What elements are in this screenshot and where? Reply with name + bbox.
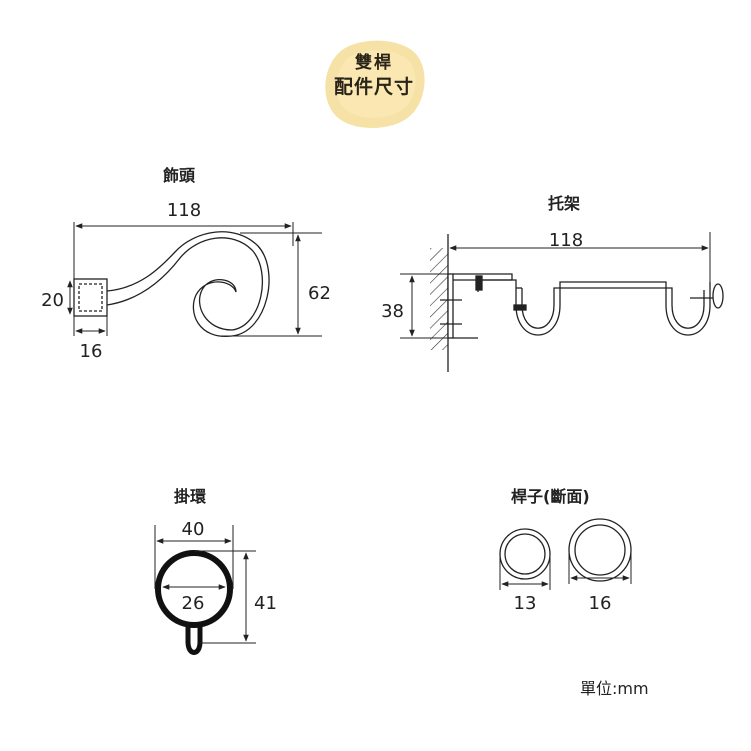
bracket-width-label: 118 bbox=[549, 230, 583, 251]
rod-large-inner bbox=[574, 524, 626, 576]
rod-title: 桿子(斷面) bbox=[511, 487, 590, 506]
bracket-drawing bbox=[430, 234, 724, 372]
rod-large-label: 16 bbox=[589, 593, 612, 614]
finial-height-label: 62 bbox=[308, 283, 331, 304]
bracket-title: 托架 bbox=[548, 194, 581, 213]
ring-outer-label: 40 bbox=[182, 519, 205, 540]
finial-cap bbox=[73, 278, 108, 317]
rod-large-outer bbox=[568, 518, 632, 582]
finial-width-label: 118 bbox=[167, 200, 201, 221]
ring-dimensions bbox=[154, 525, 256, 644]
rod-small-label: 13 bbox=[514, 593, 537, 614]
finial-scroll bbox=[106, 231, 270, 337]
bracket-set-screw bbox=[475, 275, 483, 291]
bracket-end-knob bbox=[712, 283, 724, 309]
rod-drawing bbox=[499, 518, 632, 582]
ring-eyelet bbox=[185, 622, 203, 655]
finial-cap-inner bbox=[78, 283, 103, 312]
finial-dimensions bbox=[67, 222, 322, 337]
ring-body bbox=[155, 550, 233, 628]
badge-title-line2: 配件尺寸 bbox=[333, 76, 414, 98]
rod-small-outer bbox=[499, 528, 551, 580]
rod-small-inner bbox=[504, 533, 546, 575]
ring-drawing bbox=[155, 550, 233, 655]
bracket-base-plate bbox=[447, 273, 454, 339]
title-badge-blob bbox=[325, 40, 425, 128]
wall-hatch bbox=[430, 248, 448, 350]
ring-title: 掛環 bbox=[174, 487, 207, 506]
ring-inner-label: 26 bbox=[182, 593, 205, 614]
title-badge: 雙桿 配件尺寸 bbox=[322, 52, 426, 100]
unit-label: 單位:mm bbox=[580, 679, 649, 698]
finial-cap-height-label: 20 bbox=[41, 290, 64, 311]
bracket-hooks-outer bbox=[478, 279, 711, 336]
finial-title: 飾頭 bbox=[163, 166, 196, 185]
badge-title-line1: 雙桿 bbox=[355, 53, 393, 73]
finial-cap-width-label: 16 bbox=[80, 341, 103, 362]
finial-drawing bbox=[73, 231, 270, 337]
rod-dimensions bbox=[499, 550, 632, 590]
bracket-hooks-inner bbox=[521, 287, 705, 329]
ring-height-label: 41 bbox=[254, 593, 277, 614]
bracket-dimensions bbox=[400, 232, 711, 339]
bracket-height-label: 38 bbox=[381, 301, 404, 322]
bracket-clip bbox=[513, 304, 527, 311]
